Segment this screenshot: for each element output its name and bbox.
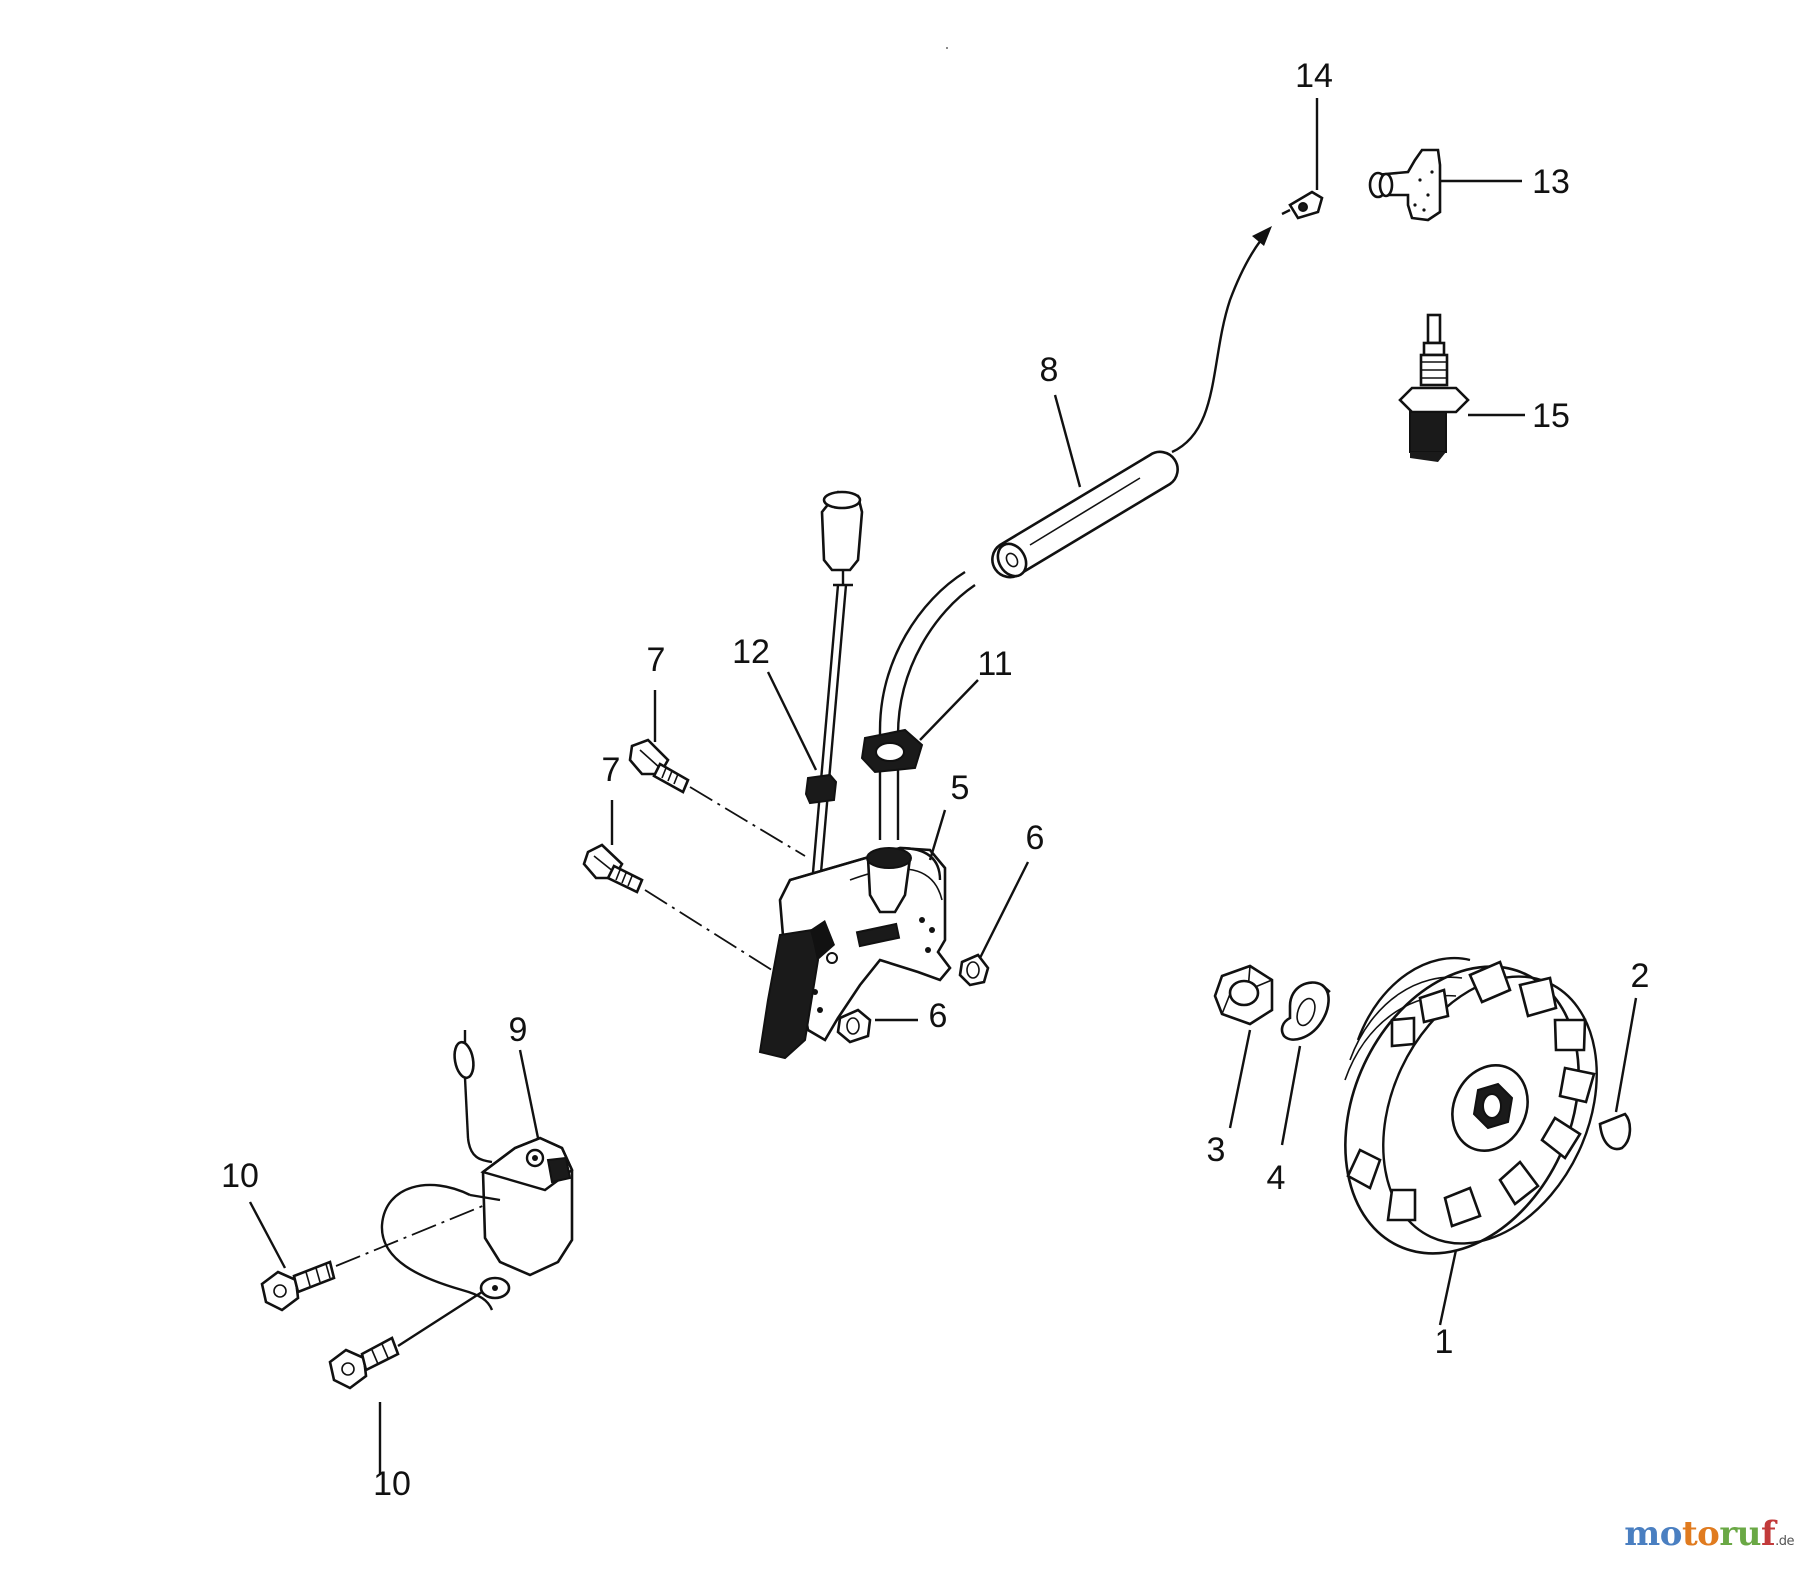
ignition-coil-part <box>380 1030 574 1311</box>
nut-part <box>1213 964 1274 1026</box>
flywheel-part <box>1344 956 1598 1255</box>
callout-10-lower: 10 <box>373 1465 411 1503</box>
brand-part-2: to <box>1681 1514 1720 1554</box>
screw-7-upper <box>628 738 690 794</box>
axis-line-10a <box>335 1204 486 1267</box>
spacer-6-lower <box>836 1008 872 1044</box>
spark-plug-boot-part <box>1368 148 1442 222</box>
key-part <box>1598 1112 1632 1151</box>
callout-8: 8 <box>1039 351 1059 389</box>
callout-1: 1 <box>1434 1323 1454 1361</box>
grommet-part <box>804 773 838 805</box>
leader-12 <box>766 671 818 771</box>
callout-2: 2 <box>1630 957 1650 995</box>
leader-4 <box>1280 1045 1302 1146</box>
callout-4: 4 <box>1266 1159 1286 1197</box>
leader-11 <box>919 679 979 741</box>
spacer-6-right <box>958 953 990 987</box>
washer-part <box>1280 981 1331 1041</box>
callout-7-lower: 7 <box>601 751 621 789</box>
clip-part <box>1281 190 1324 220</box>
callout-14: 14 <box>1295 57 1333 95</box>
assembly-arrow <box>1171 231 1269 454</box>
callout-11: 11 <box>977 645 1013 683</box>
leader-6-right <box>978 861 1030 959</box>
brand-tld: .de <box>1775 1534 1794 1549</box>
tube-part <box>991 450 1179 579</box>
callout-9: 9 <box>508 1011 528 1049</box>
screw-10-upper <box>260 1260 336 1312</box>
callout-6-lower: 6 <box>928 997 948 1035</box>
screw-7-lower <box>582 843 644 894</box>
axis-line-7b <box>644 889 776 973</box>
leader-3 <box>1228 1029 1252 1129</box>
clamp-part <box>860 728 924 774</box>
brand-part-4: f <box>1760 1514 1776 1554</box>
leader-10a <box>248 1201 287 1269</box>
fuel-line-part <box>878 570 976 840</box>
leader-1 <box>1438 1249 1458 1326</box>
leader-9 <box>518 1049 540 1139</box>
leader-5 <box>928 809 947 861</box>
callout-12: 12 <box>732 633 770 671</box>
arrowhead <box>1252 226 1272 246</box>
leader-2 <box>1614 997 1638 1113</box>
callout-10-upper: 10 <box>221 1157 259 1195</box>
callout-7-upper: 7 <box>646 641 666 679</box>
brand-part-3: ru <box>1719 1514 1761 1554</box>
leader-8 <box>1053 394 1082 488</box>
spark-plug-part <box>1398 313 1470 462</box>
callout-3: 3 <box>1206 1131 1226 1169</box>
speck <box>946 47 948 49</box>
callout-5: 5 <box>950 769 970 807</box>
callout-6-right: 6 <box>1025 819 1045 857</box>
brand-watermark: motoruf.de <box>1624 1514 1794 1554</box>
bracket-part <box>758 846 952 1060</box>
callout-15: 15 <box>1532 397 1570 435</box>
brand-part-1: mo <box>1624 1514 1682 1554</box>
callout-13: 13 <box>1532 163 1570 201</box>
axis-line-7a <box>689 786 806 857</box>
screw-10-lower <box>328 1336 400 1390</box>
axis-line-10b <box>397 1290 483 1348</box>
